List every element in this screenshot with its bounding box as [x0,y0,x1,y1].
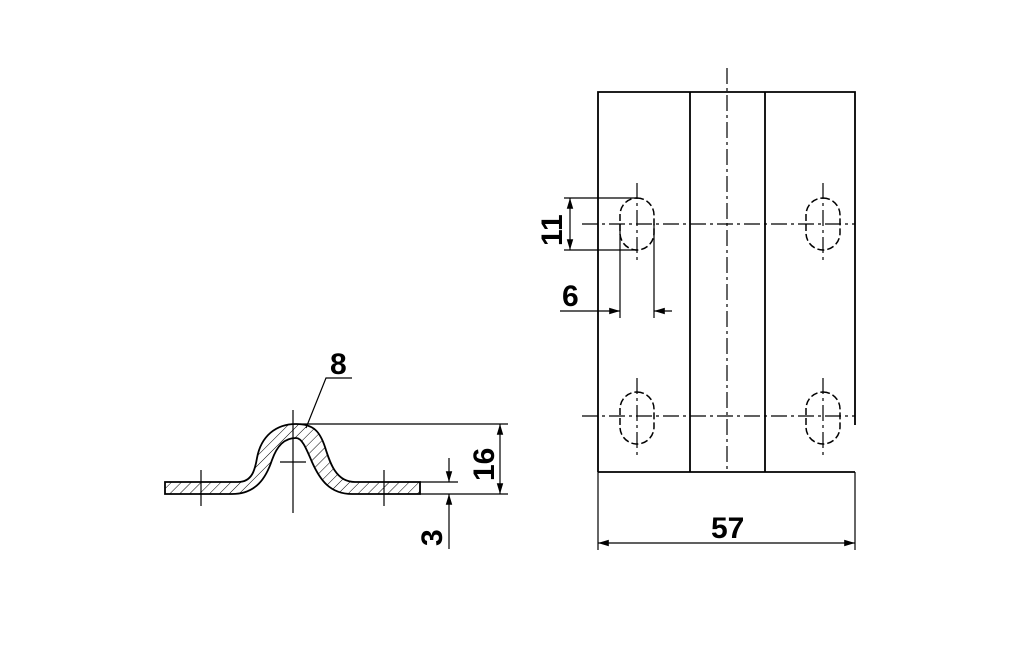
radius-dimension: 8 [330,348,347,381]
radius-leader [305,377,352,429]
side-view: 8 16 3 [164,348,508,549]
height-dimension: 16 [468,448,501,481]
width-dimension: 57 [711,512,744,545]
thickness-dimension: 3 [416,529,449,546]
slot-bottom-right [805,391,841,445]
front-view: 11 6 57 [536,68,856,550]
slot-bottom-left [619,391,655,445]
slot-top-right [805,197,841,251]
slot-width-dimension: 6 [562,280,579,313]
slot-length-dimension: 11 [536,214,569,246]
plate-outline [597,91,856,472]
